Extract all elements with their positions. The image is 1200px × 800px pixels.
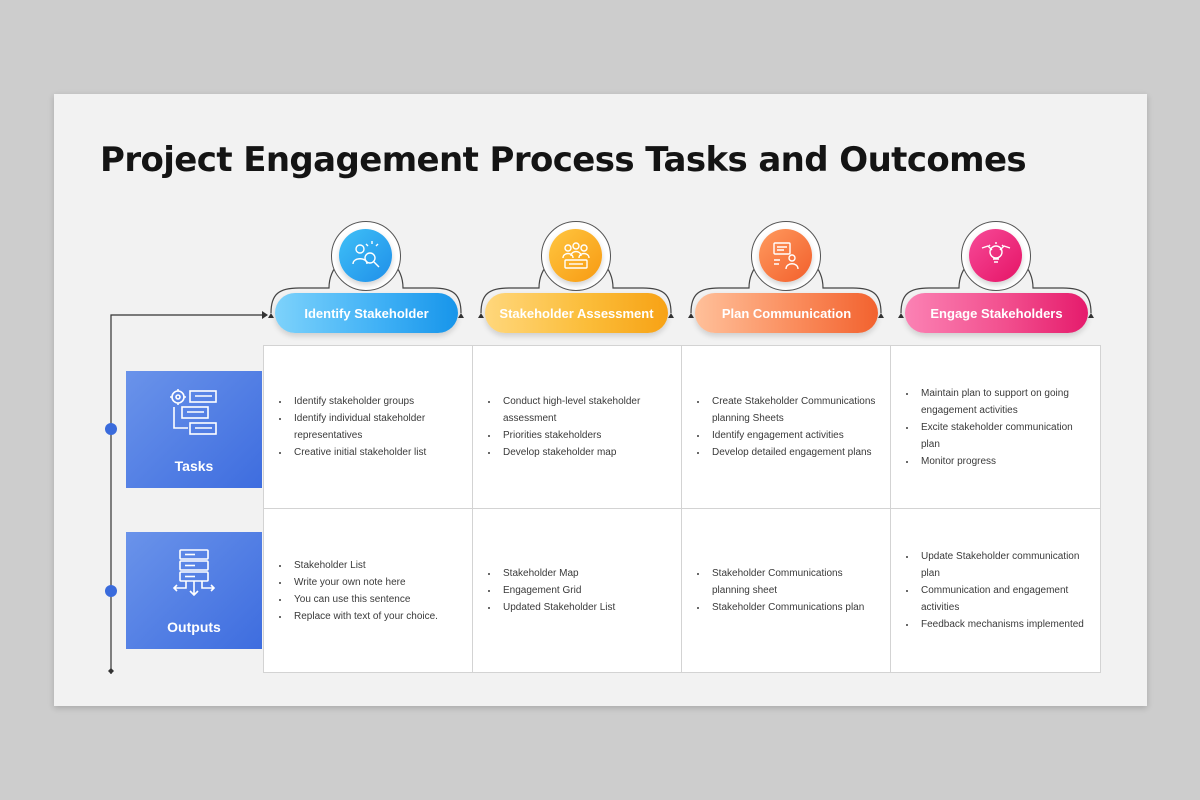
row-label-text: Tasks (174, 458, 214, 474)
list-item: Priorities stakeholders (499, 427, 671, 444)
outputs-cell-3: Stakeholder Communications planning shee… (682, 509, 891, 672)
stage-icon-circle-4 (961, 221, 1031, 291)
stage-icon-circle-2 (541, 221, 611, 291)
slide-title: Project Engagement Process Tasks and Out… (100, 140, 1027, 180)
list-item: Develop stakeholder map (499, 444, 671, 461)
stage-pill-2: Stakeholder Assessment (485, 293, 668, 333)
timeline-end-marker (108, 668, 114, 674)
list-item: Create Stakeholder Communications planni… (708, 393, 880, 427)
list-item: Identify engagement activities (708, 427, 880, 444)
outputs-cell-1: Stakeholder List Write your own note her… (264, 509, 473, 672)
timeline-arrow (262, 311, 268, 319)
list-item: Creative initial stakeholder list (290, 444, 462, 461)
stage-pill-4: Engage Stakeholders (905, 293, 1088, 333)
tasks-cell-2: Conduct high-level stakeholder assessmen… (473, 346, 682, 509)
list-item: Identify stakeholder groups (290, 393, 462, 410)
presentation-icon (773, 242, 799, 270)
outputs-row-marker (105, 585, 117, 597)
list-item: Identify individual stakeholder represen… (290, 410, 462, 444)
list-item: Stakeholder List (290, 557, 438, 574)
outputs-cell-4: Update Stakeholder communication plan Co… (891, 509, 1100, 672)
tasks-cell-4: Maintain plan to support on going engage… (891, 346, 1100, 509)
list-item: Stakeholder Map (499, 565, 615, 582)
stage-icon-circle-1 (331, 221, 401, 291)
stage-pill-1: Identify Stakeholder (275, 293, 458, 333)
tasks-row-marker (105, 423, 117, 435)
list-item: Communication and engagement activities (917, 582, 1090, 616)
row-label-tasks: Tasks (126, 371, 262, 488)
list-item: Engagement Grid (499, 582, 615, 599)
list-item: Conduct high-level stakeholder assessmen… (499, 393, 671, 427)
team-assessment-icon (562, 242, 590, 269)
row-label-text: Outputs (167, 619, 221, 635)
list-item: Feedback mechanisms implemented (917, 616, 1090, 633)
stakeholder-search-icon (352, 241, 380, 268)
list-item: Stakeholder Communications planning shee… (708, 565, 880, 599)
list-item: Update Stakeholder communication plan (917, 548, 1090, 582)
list-item: You can use this sentence (290, 591, 438, 608)
list-item: Stakeholder Communications plan (708, 599, 880, 616)
list-item: Excite stakeholder communication plan (917, 419, 1090, 453)
row-label-outputs: Outputs (126, 532, 262, 649)
timeline-line (110, 314, 262, 674)
content-grid: Identify stakeholder groups Identify ind… (263, 345, 1101, 673)
list-item: Develop detailed engagement plans (708, 444, 880, 461)
stage-pill-3: Plan Communication (695, 293, 878, 333)
handshake-idea-icon (981, 242, 1011, 263)
list-item: Replace with text of your choice. (290, 608, 438, 625)
list-item: Updated Stakeholder List (499, 599, 615, 616)
slide: Project Engagement Process Tasks and Out… (54, 94, 1147, 706)
list-item: Maintain plan to support on going engage… (917, 385, 1090, 419)
stage-icon-circle-3 (751, 221, 821, 291)
tasks-cell-3: Create Stakeholder Communications planni… (682, 346, 891, 509)
server-output-icon (172, 549, 216, 597)
tasks-cell-1: Identify stakeholder groups Identify ind… (264, 346, 473, 509)
list-item: Write your own note here (290, 574, 438, 591)
outputs-cell-2: Stakeholder Map Engagement Grid Updated … (473, 509, 682, 672)
task-list-icon (170, 389, 217, 435)
list-item: Monitor progress (917, 453, 1090, 470)
